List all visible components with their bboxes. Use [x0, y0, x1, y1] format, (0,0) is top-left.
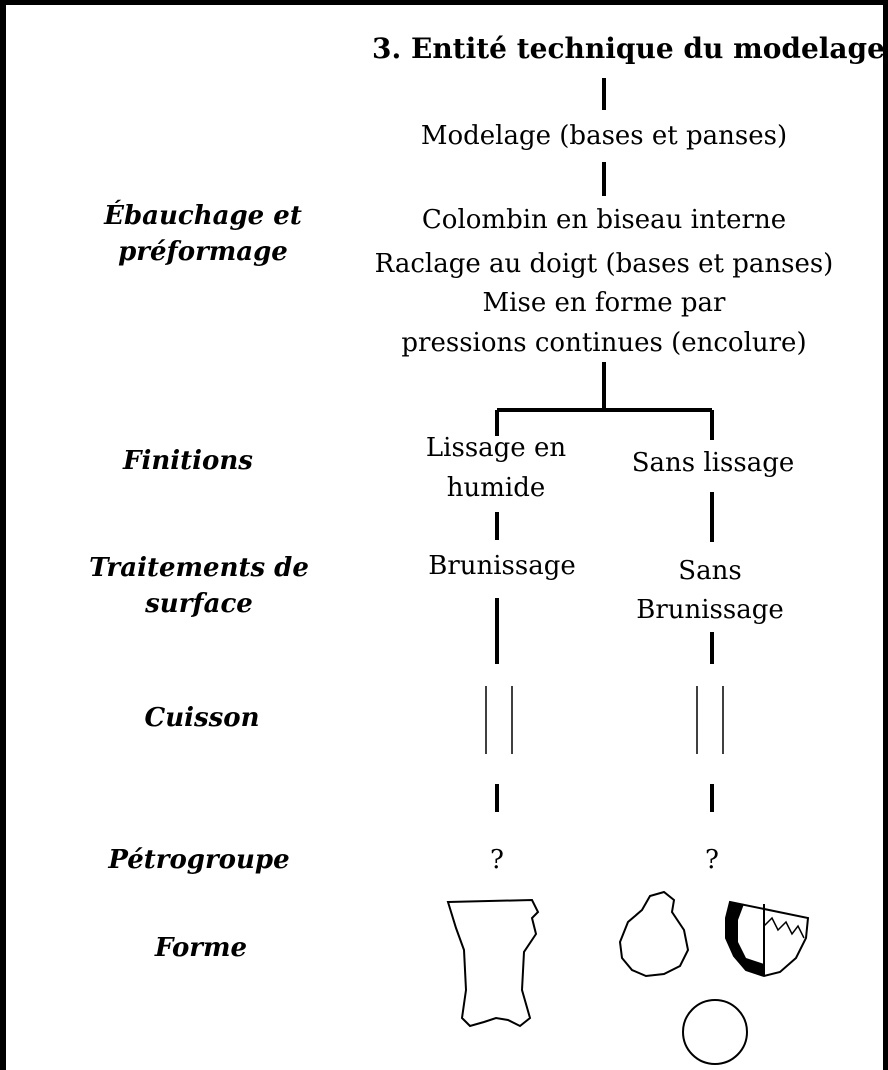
- sans-brunissage-text-1: Sans: [678, 556, 742, 586]
- vessel-shape-sphere: [682, 999, 748, 1065]
- stage-petrogroupe-label: Pétrogroupe: [108, 845, 290, 875]
- brunissage-text: Brunissage: [428, 551, 576, 581]
- stage-ebauchage-label: Ébauchage et préformage: [104, 201, 302, 267]
- colombin-text: Colombin en biseau interne: [421, 205, 787, 235]
- modelage-text: Modelage (bases et panses): [420, 121, 788, 151]
- stage-traitements-label: Traitements de surface: [89, 553, 309, 619]
- left-petrogroupe-value: ?: [490, 845, 504, 875]
- sans-brunissage-text-2: Brunissage: [636, 595, 784, 625]
- right-petrogroupe-value: ?: [705, 845, 719, 875]
- vessel-shape-left: [446, 898, 540, 1028]
- stage-cuisson-label: Cuisson: [144, 703, 260, 733]
- lissage-humide-text-2: humide: [446, 473, 546, 503]
- mise-en-forme-text-2: pressions continues (encolure): [401, 328, 807, 358]
- vessel-shape-round: [618, 890, 690, 978]
- vessel-shape-profile: [725, 900, 810, 978]
- lissage-humide-text-1: Lissage en: [425, 433, 567, 463]
- stage-forme-label: Forme: [154, 933, 248, 963]
- stage-finitions-label: Finitions: [123, 446, 253, 476]
- diagram-title: 3. Entité technique du modelage: [372, 32, 885, 65]
- mise-en-forme-text-1: Mise en forme par: [482, 288, 726, 318]
- raclage-text: Raclage au doigt (bases et panses): [374, 249, 834, 279]
- sans-lissage-text: Sans lissage: [631, 448, 795, 478]
